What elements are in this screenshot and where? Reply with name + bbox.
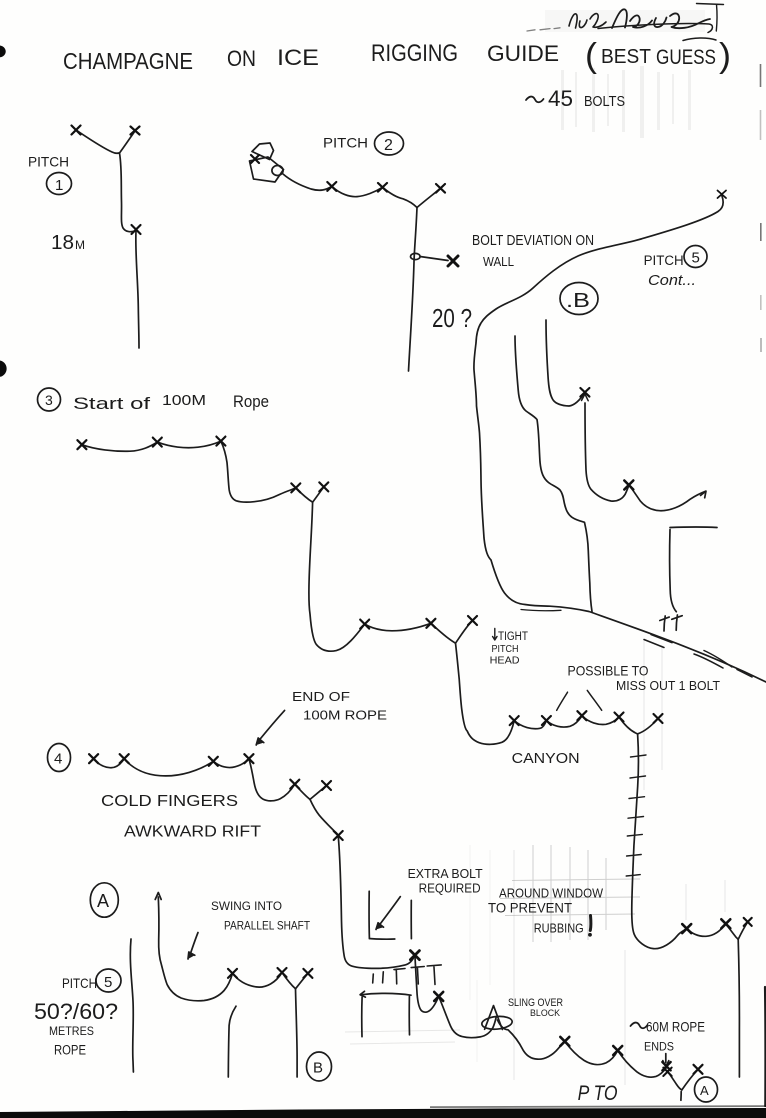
svg-text:Start of: Start of (73, 394, 150, 413)
svg-text:PITCH: PITCH (323, 135, 368, 151)
svg-text:AWKWARD RIFT: AWKWARD RIFT (124, 824, 261, 841)
svg-text:.B: .B (566, 290, 590, 312)
svg-text:ICE: ICE (277, 45, 319, 70)
svg-text:CHAMPAGNE: CHAMPAGNE (63, 48, 193, 74)
svg-text:ENDS: ENDS (644, 1040, 674, 1054)
svg-text:5: 5 (692, 250, 700, 267)
svg-text:COLD FINGERS: COLD FINGERS (101, 793, 238, 810)
svg-text:AROUND WINDOW: AROUND WINDOW (499, 886, 604, 901)
svg-text:METRES: METRES (49, 1024, 94, 1038)
svg-text:TO PREVENT: TO PREVENT (488, 900, 572, 916)
svg-text:BOLTS: BOLTS (584, 93, 625, 110)
svg-text:18: 18 (51, 232, 74, 254)
svg-text:B: B (313, 1060, 323, 1077)
svg-text:GUIDE: GUIDE (487, 41, 559, 66)
svg-text:REQUIRED: REQUIRED (419, 881, 481, 896)
svg-text:1: 1 (55, 177, 63, 194)
svg-text:BEST: BEST (601, 46, 651, 68)
svg-text:RIGGING: RIGGING (371, 40, 458, 67)
svg-text:ON: ON (227, 46, 256, 71)
svg-text:PITCH: PITCH (492, 643, 519, 655)
svg-text:WALL: WALL (483, 254, 514, 269)
svg-text:A: A (700, 1083, 709, 1098)
svg-text:PITCH: PITCH (28, 154, 69, 170)
svg-text:GUESS: GUESS (656, 46, 716, 69)
svg-text:50?/60?: 50?/60? (34, 999, 118, 1024)
svg-text:PITCH: PITCH (644, 253, 684, 268)
svg-text:PARALLEL SHAFT: PARALLEL SHAFT (224, 919, 311, 933)
svg-text:20 ?: 20 ? (432, 303, 472, 333)
svg-text:SLING OVER: SLING OVER (508, 997, 563, 1009)
svg-text:MISS OUT 1 BOLT: MISS OUT 1 BOLT (616, 678, 720, 693)
svg-text:): ) (719, 37, 731, 75)
svg-text:5: 5 (104, 974, 112, 991)
svg-text:TIGHT: TIGHT (498, 631, 528, 643)
svg-text:SWING INTO: SWING INTO (211, 899, 282, 913)
svg-text:Cont...: Cont... (648, 272, 696, 289)
svg-text:HEAD: HEAD (490, 655, 520, 667)
svg-text:A: A (97, 891, 109, 911)
svg-text:END OF: END OF (292, 689, 350, 704)
svg-text:POSSIBLE TO: POSSIBLE TO (568, 663, 649, 679)
svg-text:M: M (75, 238, 85, 252)
svg-text:EXTRA BOLT: EXTRA BOLT (408, 866, 483, 881)
svg-text:P TO: P TO (578, 1082, 618, 1105)
svg-text:BLOCK: BLOCK (530, 1008, 561, 1019)
svg-text:BOLT DEVIATION ON: BOLT DEVIATION ON (472, 233, 594, 249)
svg-text:60M ROPE: 60M ROPE (646, 1019, 705, 1035)
svg-text:3: 3 (45, 392, 53, 408)
svg-text:4: 4 (54, 751, 62, 768)
svg-text:Rope: Rope (233, 392, 269, 411)
svg-text:RUBBING: RUBBING (534, 921, 584, 936)
svg-text:2: 2 (384, 137, 393, 154)
svg-text:45: 45 (548, 86, 573, 111)
svg-text:100M: 100M (162, 392, 206, 409)
svg-text:(: ( (585, 37, 598, 75)
svg-text:CANYON: CANYON (512, 750, 580, 767)
svg-text:100M ROPE: 100M ROPE (303, 708, 387, 723)
svg-text:PITCH: PITCH (62, 975, 97, 991)
svg-text:ROPE: ROPE (54, 1043, 86, 1058)
